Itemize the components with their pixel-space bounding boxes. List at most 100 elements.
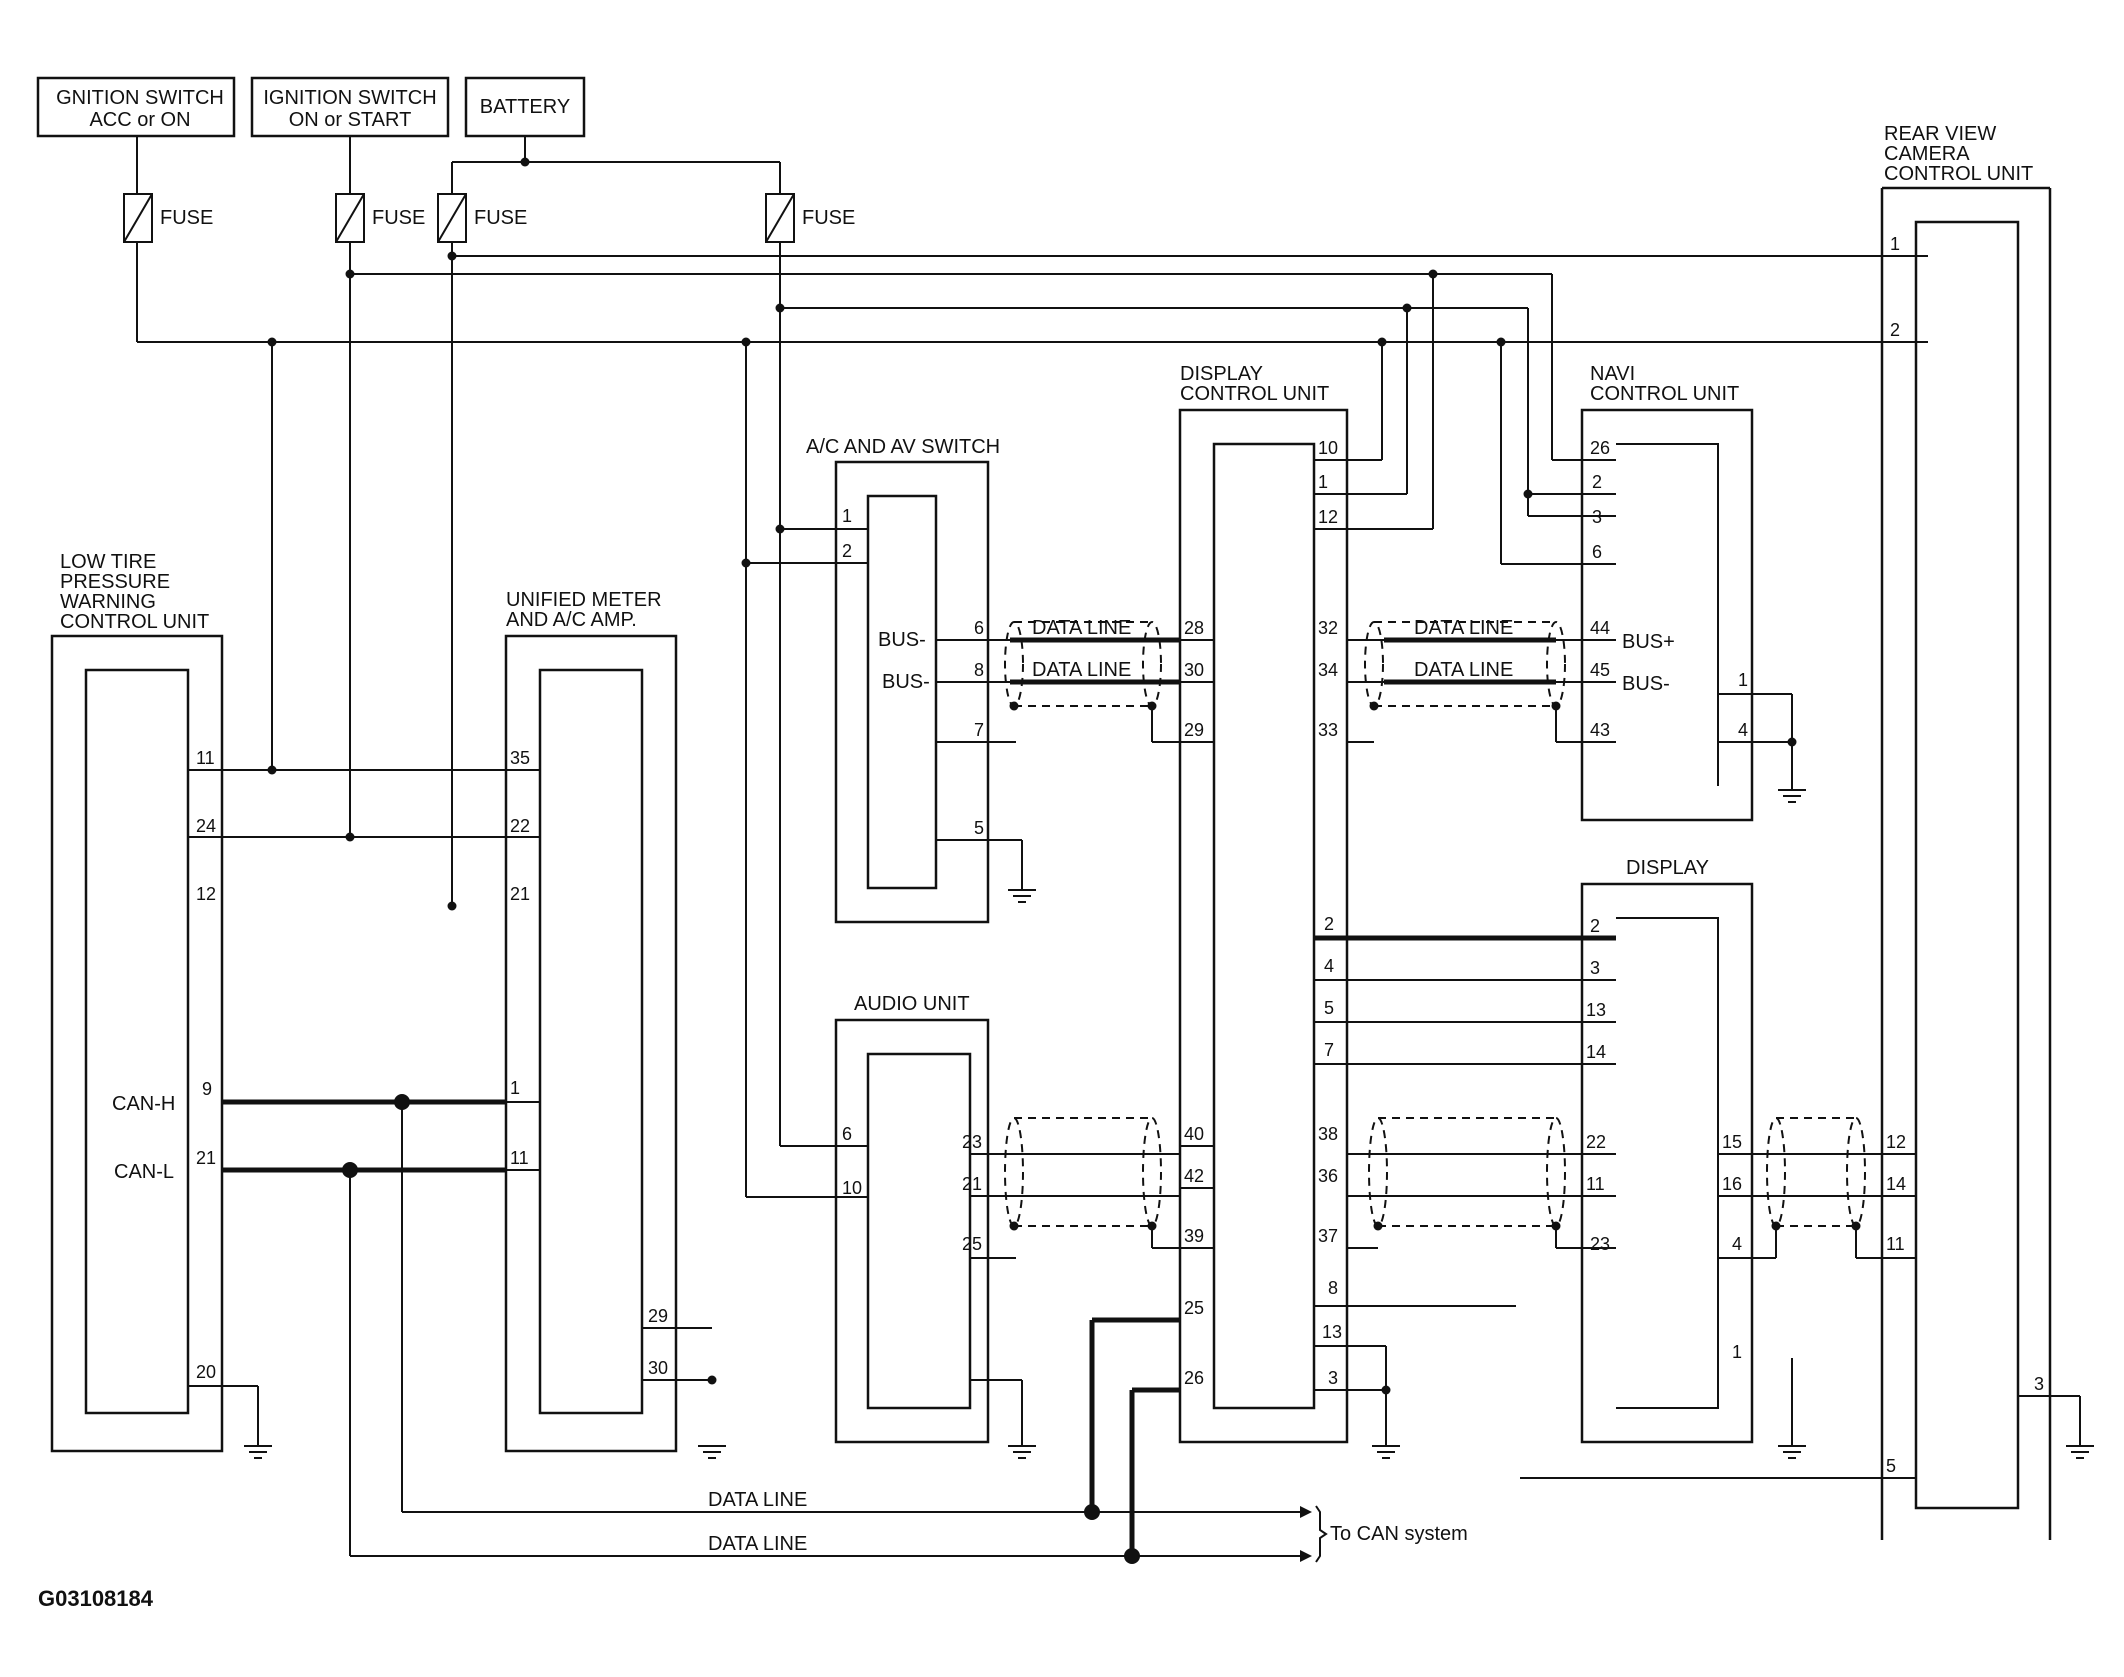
svg-text:22: 22 [510, 816, 530, 836]
svg-text:UNIFIED METER: UNIFIED METER [506, 589, 662, 611]
fuse-1: FUSE [123, 136, 213, 243]
svg-text:14: 14 [1886, 1174, 1906, 1194]
svg-text:20: 20 [196, 1362, 216, 1382]
shielded-camera-line [1766, 1117, 1882, 1259]
svg-text:2: 2 [842, 541, 852, 561]
svg-text:3: 3 [1590, 958, 1600, 978]
svg-text:1: 1 [1732, 1342, 1742, 1362]
ground-icon [244, 1445, 272, 1459]
shielded-data-line-navi: DATA LINE DATA LINE [1347, 617, 1616, 743]
svg-text:16: 16 [1722, 1174, 1742, 1194]
svg-text:6: 6 [842, 1124, 852, 1144]
svg-text:23: 23 [962, 1132, 982, 1152]
svg-text:1: 1 [1738, 670, 1748, 690]
rear-view-camera-control-unit: REAR VIEW CAMERA CONTROL UNIT 1 2 12 14 … [1520, 123, 2094, 1540]
audio-unit: AUDIO UNIT 6 10 23 21 25 [834, 993, 1180, 1459]
svg-text:REAR VIEW: REAR VIEW [1884, 123, 1996, 145]
svg-text:32: 32 [1318, 618, 1338, 638]
svg-text:35: 35 [510, 748, 530, 768]
svg-text:12: 12 [196, 884, 216, 904]
svg-text:29: 29 [648, 1306, 668, 1326]
svg-text:AND A/C AMP.: AND A/C AMP. [506, 609, 637, 631]
svg-text:BUS+: BUS+ [1622, 631, 1675, 653]
svg-text:13: 13 [1322, 1322, 1342, 1342]
svg-text:33: 33 [1318, 720, 1338, 740]
low-tire-pressure-warning-control-unit: LOW TIRE PRESSURE WARNING CONTROL UNIT 1… [50, 551, 540, 1459]
svg-text:6: 6 [974, 618, 984, 638]
display-unit: DISPLAY 2 3 13 14 22 11 23 15 16 4 1 [1580, 857, 1916, 1459]
svg-text:38: 38 [1318, 1124, 1338, 1144]
source-ignition-acc: GNITION SWITCH ACC or ON [36, 76, 236, 138]
svg-text:WARNING: WARNING [60, 591, 156, 613]
svg-text:36: 36 [1318, 1166, 1338, 1186]
shielded-data-line-av: DATA LINE DATA LINE [988, 617, 1180, 743]
svg-text:37: 37 [1318, 1226, 1338, 1246]
ground-icon [2066, 1445, 2094, 1459]
svg-text:1: 1 [510, 1078, 520, 1098]
svg-text:5: 5 [974, 818, 984, 838]
ground-icon [1008, 1445, 1036, 1459]
svg-text:21: 21 [196, 1148, 216, 1168]
svg-text:ACC or ON: ACC or ON [89, 109, 190, 131]
svg-text:43: 43 [1590, 720, 1610, 740]
svg-text:6: 6 [1592, 542, 1602, 562]
svg-text:25: 25 [1184, 1298, 1204, 1318]
svg-text:26: 26 [1184, 1368, 1204, 1388]
svg-text:DISPLAY: DISPLAY [1626, 857, 1709, 879]
svg-text:DATA LINE: DATA LINE [708, 1489, 807, 1511]
svg-text:BUS-: BUS- [1622, 673, 1670, 695]
svg-text:1: 1 [842, 506, 852, 526]
svg-text:2: 2 [1890, 320, 1900, 340]
unified-meter-and-ac-amp: UNIFIED METER AND A/C AMP. 35 22 21 1 11… [504, 589, 726, 1459]
svg-text:CAN-L: CAN-L [114, 1161, 174, 1183]
svg-text:2: 2 [1590, 916, 1600, 936]
display-control-unit: DISPLAY CONTROL UNIT 28 30 29 40 42 39 2… [1178, 363, 1616, 1459]
svg-text:4: 4 [1738, 720, 1748, 740]
navi-control-unit: NAVI CONTROL UNIT 26 2 3 6 44 BUS+ 45 BU… [1580, 363, 1806, 822]
ground-icon [1778, 1445, 1806, 1459]
svg-text:CONTROL UNIT: CONTROL UNIT [60, 611, 209, 633]
svg-text:ON or START: ON or START [289, 109, 412, 131]
svg-text:CONTROL UNIT: CONTROL UNIT [1590, 383, 1739, 405]
svg-text:1: 1 [1318, 472, 1328, 492]
source-ignition-on: IGNITION SWITCH ON or START [250, 76, 450, 138]
svg-text:CONTROL UNIT: CONTROL UNIT [1884, 163, 2033, 185]
svg-text:28: 28 [1184, 618, 1204, 638]
svg-text:44: 44 [1590, 618, 1610, 638]
svg-text:29: 29 [1184, 720, 1204, 740]
power-wiring [136, 242, 1928, 1198]
svg-text:AUDIO UNIT: AUDIO UNIT [854, 993, 970, 1015]
svg-text:DATA LINE: DATA LINE [1414, 617, 1513, 639]
svg-text:11: 11 [196, 748, 215, 768]
svg-text:4: 4 [1324, 956, 1334, 976]
shielded-audio-line [1004, 1117, 1180, 1249]
svg-text:7: 7 [1324, 1040, 1334, 1060]
battery-bus [451, 136, 781, 194]
svg-text:34: 34 [1318, 660, 1338, 680]
can-bus-wiring: DATA LINE DATA LINE To CAN system [222, 1094, 1468, 1564]
svg-text:1: 1 [1890, 234, 1900, 254]
svg-text:4: 4 [1732, 1234, 1742, 1254]
svg-text:30: 30 [1184, 660, 1204, 680]
svg-text:12: 12 [1318, 507, 1338, 527]
svg-text:NAVI: NAVI [1590, 363, 1635, 385]
svg-text:PRESSURE: PRESSURE [60, 571, 170, 593]
svg-text:3: 3 [1328, 1368, 1338, 1388]
svg-text:12: 12 [1886, 1132, 1906, 1152]
svg-text:14: 14 [1586, 1042, 1606, 1062]
svg-text:DATA LINE: DATA LINE [708, 1533, 807, 1555]
svg-text:11: 11 [510, 1148, 529, 1168]
svg-text:23: 23 [1590, 1234, 1610, 1254]
svg-text:10: 10 [842, 1178, 862, 1198]
svg-text:11: 11 [1886, 1234, 1905, 1254]
svg-text:22: 22 [1586, 1132, 1606, 1152]
ac-and-av-switch: A/C AND AV SWITCH 1 2 BUS- BUS- 6 8 7 5 [806, 436, 1036, 924]
svg-text:BUS-: BUS- [882, 671, 930, 693]
ground-icon [698, 1445, 726, 1459]
svg-text:7: 7 [974, 720, 984, 740]
svg-text:BUS-: BUS- [878, 629, 926, 651]
svg-text:8: 8 [974, 660, 984, 680]
figure-code: G03108184 [38, 1586, 154, 1611]
svg-text:39: 39 [1184, 1226, 1204, 1246]
svg-text:CONTROL UNIT: CONTROL UNIT [1180, 383, 1329, 405]
